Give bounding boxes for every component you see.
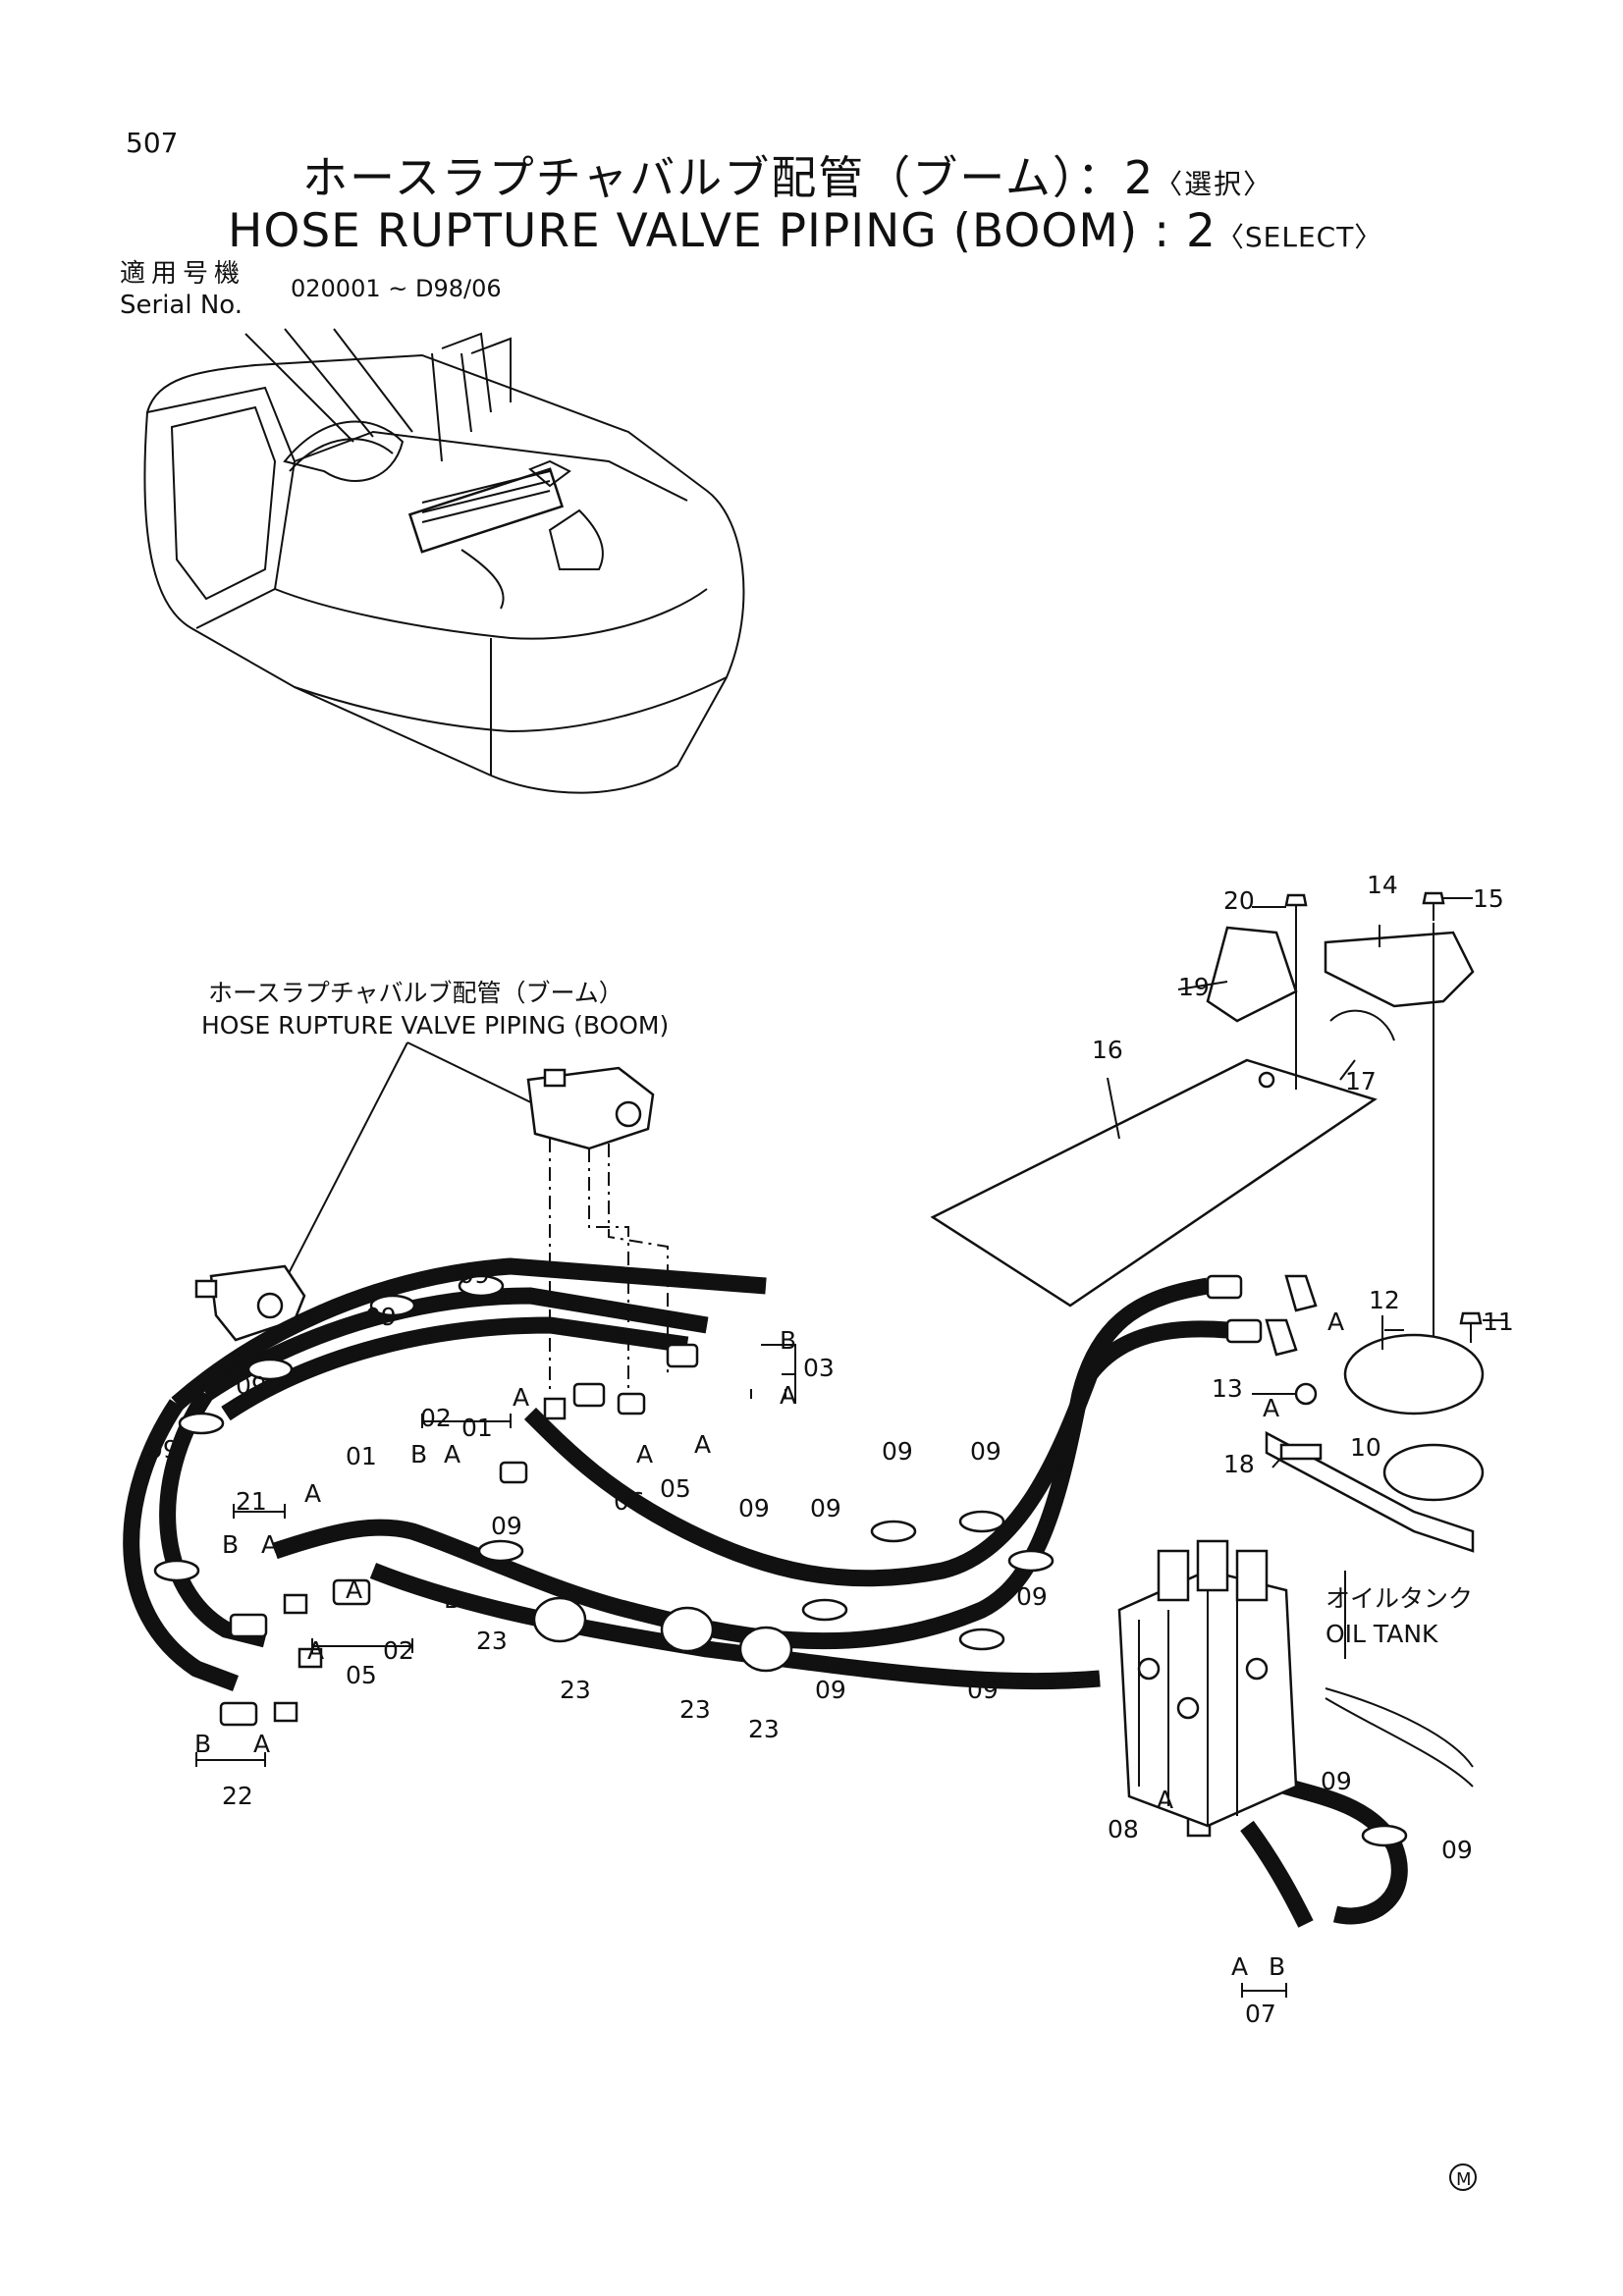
- oil-tank-jp: オイルタンク: [1325, 1584, 1473, 1613]
- part-label-09: 09: [970, 1437, 1001, 1466]
- part-label-09: 09: [882, 1437, 913, 1466]
- part-label-09: 09: [236, 1371, 267, 1400]
- port-label-a: A: [1231, 1952, 1248, 1981]
- title-japanese-select: 〈選択〉: [1155, 168, 1273, 200]
- m-mark-text: M: [1456, 2169, 1472, 2190]
- part-label-09: 09: [810, 1494, 841, 1522]
- title-english-select: 〈SELECT〉: [1216, 221, 1383, 253]
- callout-hrv-jp: ホースラプチャバルブ配管（ブーム）: [208, 979, 623, 1007]
- serial-value: 020001 ~ D98/06: [291, 275, 502, 302]
- part-label-09: 09: [1441, 1836, 1473, 1864]
- port-label-a: A: [307, 1636, 324, 1665]
- part-label-09: 09: [147, 1435, 179, 1464]
- port-label-a: A: [513, 1383, 529, 1412]
- title-english-text: HOSE RUPTURE VALVE PIPING (BOOM) : 2: [228, 204, 1217, 258]
- part-label-09: 09: [459, 1260, 490, 1289]
- part-label-11: 11: [1483, 1308, 1514, 1336]
- part-label-09: 09: [815, 1676, 846, 1704]
- title-english: HOSE RUPTURE VALVE PIPING (BOOM) : 2〈SEL…: [228, 208, 1382, 254]
- bolt-icon: [1284, 891, 1483, 1343]
- part-label-20: 20: [1223, 886, 1255, 915]
- part-label-12: 12: [1369, 1286, 1400, 1314]
- port-label-a: A: [636, 1440, 653, 1468]
- part-label-08: 08: [1108, 1815, 1139, 1843]
- part-label-13: 13: [1212, 1374, 1243, 1403]
- hose-rupture-valve-left: [194, 1264, 306, 1342]
- part-label-06: 06: [614, 1487, 645, 1516]
- part-label-09: 09: [738, 1494, 770, 1522]
- part-label-05: 05: [660, 1474, 691, 1503]
- part-label-09: 09: [967, 1676, 999, 1704]
- part-label-03: 03: [803, 1354, 835, 1382]
- part-label-21: 21: [236, 1487, 267, 1516]
- m-mark-icon: M: [1449, 2163, 1477, 2191]
- part-label-07: 07: [1245, 2000, 1276, 2028]
- part-label-05: 05: [346, 1661, 377, 1689]
- port-label-a: A: [780, 1381, 796, 1410]
- port-label-a: A: [1327, 1308, 1344, 1336]
- part-label-10: 10: [1350, 1433, 1381, 1462]
- port-label-a: A: [444, 1440, 460, 1468]
- part-label-23: 23: [560, 1676, 591, 1704]
- port-label-b: B: [194, 1730, 211, 1758]
- part-label-17: 17: [1345, 1067, 1377, 1095]
- control-valve: [1117, 1539, 1474, 1828]
- port-label-a: A: [346, 1575, 362, 1604]
- part-label-09: 09: [1321, 1767, 1352, 1795]
- serial-label-en: Serial No.: [120, 291, 243, 320]
- fittings: [219, 1274, 1318, 1838]
- port-label-a: A: [694, 1430, 711, 1459]
- part-label-01: 01: [346, 1442, 377, 1470]
- port-label-b: B: [1269, 1952, 1285, 1981]
- part-label-16: 16: [1092, 1036, 1123, 1064]
- part-labels: 20 14 15 19 16 17 12 A 11 13 A 10 18 オイル…: [147, 871, 1514, 2028]
- part-label-02: 02: [383, 1636, 414, 1665]
- part-label-18: 18: [1223, 1450, 1255, 1478]
- part-label-14: 14: [1367, 871, 1398, 899]
- port-label-a: A: [1157, 1786, 1173, 1814]
- oil-tank-en: OIL TANK: [1325, 1620, 1438, 1648]
- part-label-09: 09: [1016, 1582, 1048, 1611]
- callout-leaders: [284, 1041, 546, 1282]
- part-label-23: 23: [476, 1627, 508, 1655]
- title-japanese-text: ホースラプチャバルブ配管（ブーム）：2: [302, 151, 1156, 204]
- page-number: 507: [126, 127, 179, 159]
- port-label-a: A: [304, 1479, 321, 1508]
- excavator-overview: [143, 328, 745, 794]
- part-label-23: 23: [679, 1695, 711, 1724]
- port-label-b: B: [444, 1585, 460, 1614]
- port-label-b: B: [780, 1326, 796, 1355]
- port-label-a: A: [253, 1730, 270, 1758]
- port-label-b: B: [222, 1530, 239, 1559]
- hose-rupture-valve-right: [526, 1066, 669, 1404]
- title-japanese: ホースラプチャバルブ配管（ブーム）：2〈選択〉: [302, 155, 1272, 200]
- part-label-09: 09: [365, 1303, 397, 1331]
- part-label-23: 23: [748, 1715, 780, 1743]
- part-label-01: 01: [461, 1414, 493, 1442]
- part-label-19: 19: [1178, 973, 1210, 1001]
- callout-hrv-en: HOSE RUPTURE VALVE PIPING (BOOM): [201, 1011, 669, 1040]
- oil-tank-assembly: [930, 923, 1485, 1788]
- port-label-a: A: [261, 1530, 278, 1559]
- port-label-b: B: [410, 1440, 427, 1468]
- part-label-09: 09: [491, 1512, 522, 1540]
- part-label-02: 02: [420, 1404, 452, 1432]
- part-label-22: 22: [222, 1782, 253, 1810]
- port-label-a: A: [1263, 1394, 1279, 1422]
- part-label-15: 15: [1473, 884, 1504, 913]
- serial-label-jp: 適用号機: [120, 259, 246, 289]
